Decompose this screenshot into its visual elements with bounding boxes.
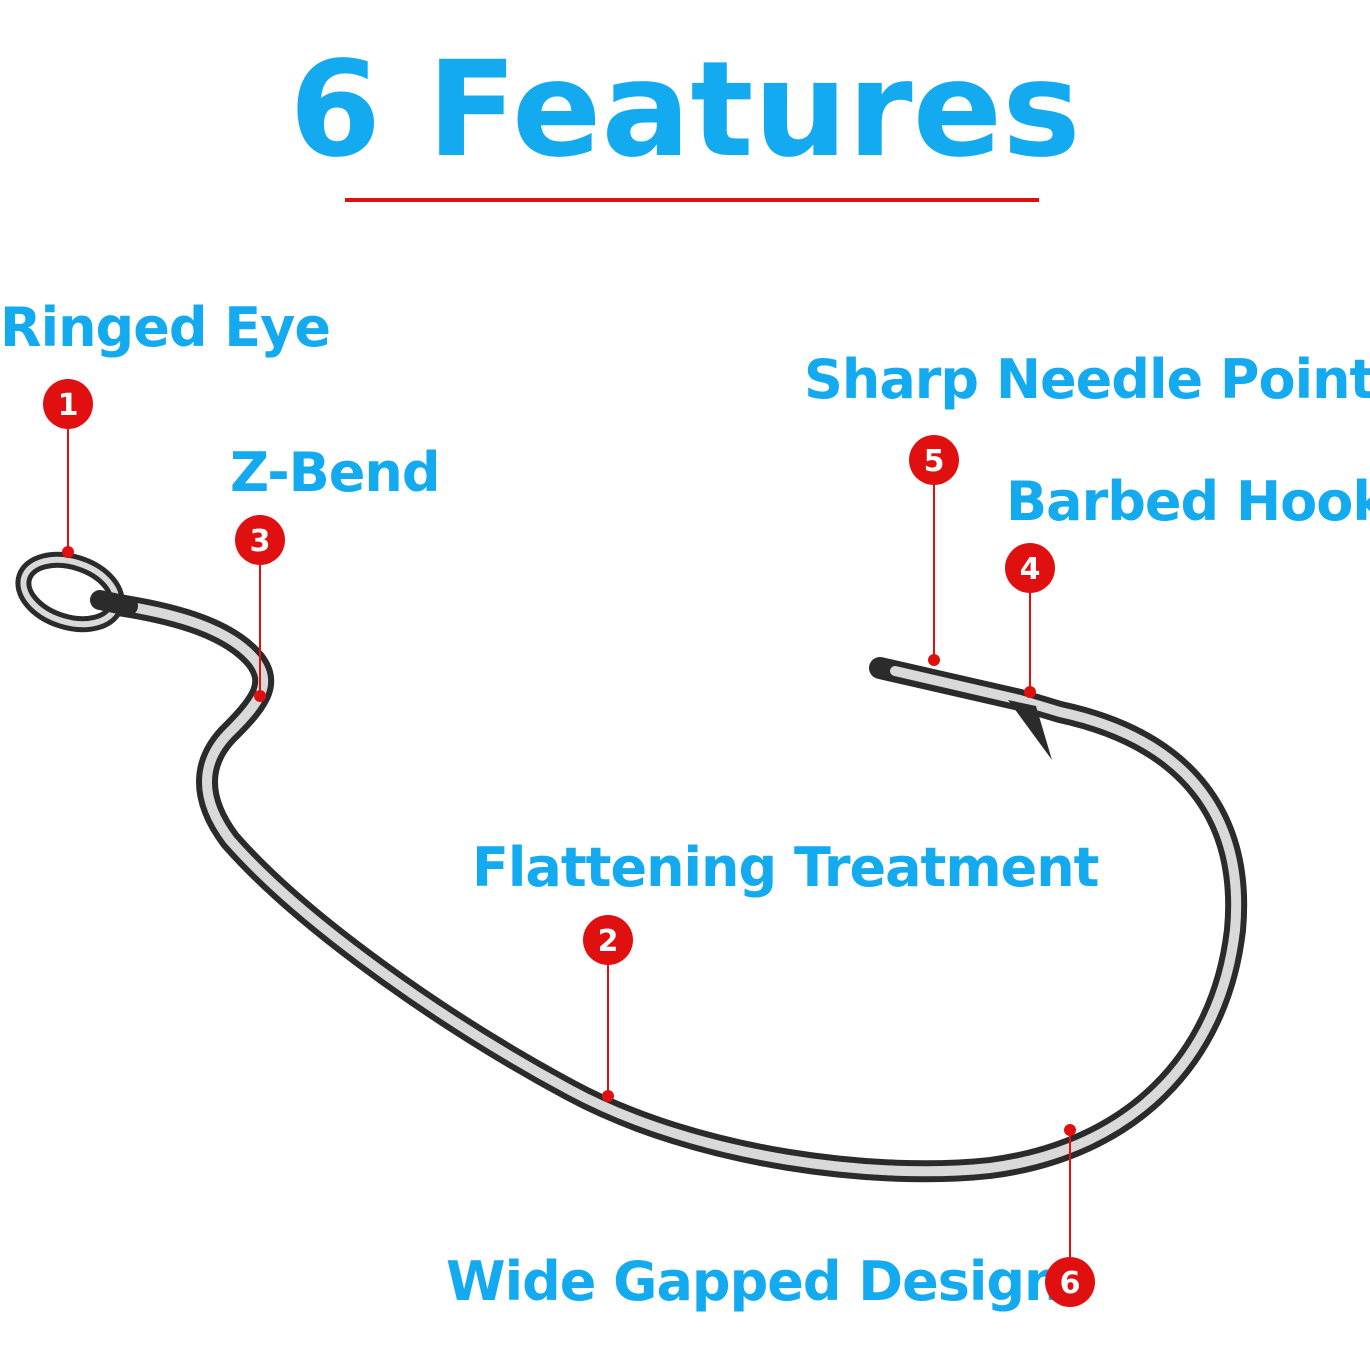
svg-text:3: 3 (250, 524, 271, 559)
label-barbed-hook: Barbed Hook (1006, 470, 1370, 533)
page-title: 6 Features (289, 33, 1081, 187)
fishing-hook-illustration (15, 551, 1248, 1183)
title-underline (345, 198, 1039, 202)
label-ringed-eye: Ringed Eye (0, 296, 331, 359)
marker-2: 2 (583, 915, 633, 1102)
marker-1: 1 (43, 379, 93, 558)
feature-markers: 1 2 3 4 5 6 (43, 379, 1095, 1307)
svg-text:5: 5 (924, 444, 945, 479)
svg-text:1: 1 (58, 388, 79, 423)
svg-text:6: 6 (1060, 1266, 1081, 1301)
marker-6: 6 (1045, 1124, 1095, 1307)
label-z-bend: Z-Bend (230, 441, 440, 504)
svg-text:4: 4 (1020, 552, 1041, 587)
eye-joint (90, 590, 138, 616)
marker-5: 5 (909, 435, 959, 666)
hook-wire-highlight (107, 599, 1242, 1177)
marker-4: 4 (1005, 543, 1055, 698)
svg-text:2: 2 (598, 924, 619, 959)
label-sharp-needle-point: Sharp Needle Point (804, 348, 1370, 411)
barb (1008, 700, 1052, 760)
label-flattening-treatment: Flattening Treatment (472, 836, 1099, 899)
label-wide-gapped-design: Wide Gapped Design (446, 1250, 1062, 1313)
marker-3: 3 (235, 515, 285, 702)
